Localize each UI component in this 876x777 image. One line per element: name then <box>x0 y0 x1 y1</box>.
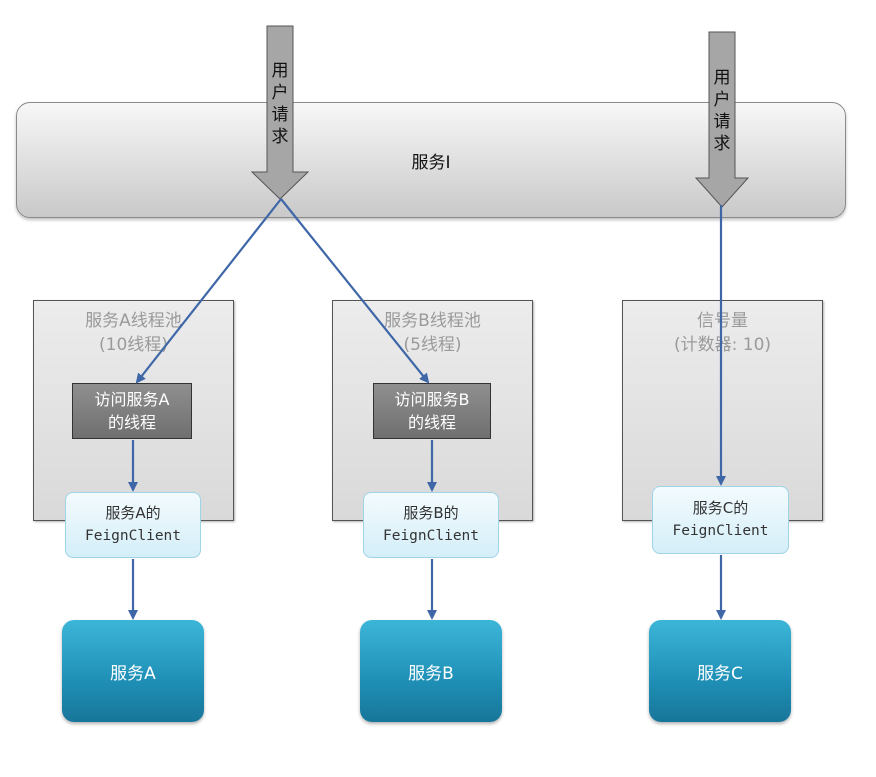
thread-box-b-line2: 的线程 <box>407 413 456 432</box>
feign-client-c-line1: 服务C的 <box>692 499 749 517</box>
feign-client-c: 服务C的 FeignClient <box>652 486 789 554</box>
feign-client-b: 服务B的 FeignClient <box>363 492 499 558</box>
feign-client-c-line2: FeignClient <box>672 523 769 539</box>
service-a-label: 服务A <box>110 663 156 684</box>
user-request-char: 请 <box>713 112 731 132</box>
semaphore-title: 信号量 <box>697 311 748 331</box>
thread-box-a-line2: 的线程 <box>107 413 156 432</box>
feign-client-a-line2: FeignClient <box>84 528 182 544</box>
service-i-label: 服务I <box>411 152 451 173</box>
thread-pool-a-count: (10线程) <box>99 335 168 355</box>
user-request-char: 户 <box>713 90 731 110</box>
thread-pool-b-count: (5线程) <box>403 335 462 355</box>
user-request-arrow-left <box>250 25 310 200</box>
service-c-label: 服务C <box>697 663 743 684</box>
feign-client-a-line1: 服务A的 <box>105 504 161 522</box>
user-request-char: 请 <box>271 105 289 125</box>
user-request-label-right: 用 户 请 求 <box>709 67 735 155</box>
feign-client-b-line1: 服务B的 <box>403 504 459 522</box>
semaphore-counter: (计数器: 10) <box>673 335 772 355</box>
feign-client-b-line2: FeignClient <box>382 528 480 544</box>
connector-request-to-pool-a <box>135 198 282 384</box>
thread-pool-b-title: 服务B线程池 <box>384 311 481 331</box>
user-request-char: 求 <box>713 134 731 154</box>
service-b-box: 服务B <box>360 620 502 722</box>
service-i-box <box>16 102 846 218</box>
thread-box-b-line1: 访问服务B <box>394 390 470 409</box>
thread-box-b: 访问服务B 的线程 <box>373 383 491 439</box>
service-c-box: 服务C <box>649 620 791 722</box>
service-b-label: 服务B <box>408 663 454 684</box>
service-a-box: 服务A <box>62 620 204 722</box>
thread-box-a-line1: 访问服务A <box>94 390 170 409</box>
thread-box-a: 访问服务A 的线程 <box>72 383 192 439</box>
user-request-char: 户 <box>271 83 289 103</box>
thread-pool-a-title: 服务A线程池 <box>85 311 182 331</box>
feign-client-a: 服务A的 FeignClient <box>65 492 201 558</box>
user-request-char: 用 <box>713 68 731 88</box>
user-request-arrow-right <box>694 31 750 208</box>
user-request-char: 用 <box>271 61 289 81</box>
user-request-char: 求 <box>271 127 289 147</box>
connector-request-to-pool-b <box>280 198 430 384</box>
user-request-label-left: 用 户 请 求 <box>267 60 293 148</box>
